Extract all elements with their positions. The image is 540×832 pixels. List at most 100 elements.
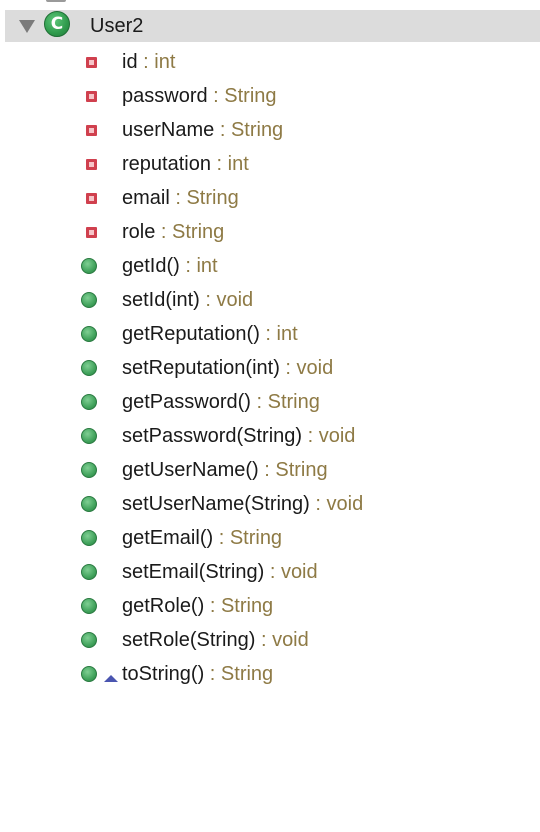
tree-item-field[interactable]: userName : String bbox=[0, 112, 540, 146]
member-type-separator: : bbox=[199, 289, 217, 311]
tree-item-method[interactable]: setId(int) : void bbox=[0, 282, 540, 316]
tree-item-method[interactable]: getUserName() : String bbox=[0, 452, 540, 486]
member-type: void bbox=[216, 289, 254, 311]
member-type: String bbox=[267, 391, 320, 413]
private-field-icon bbox=[86, 57, 97, 68]
private-field-icon bbox=[86, 159, 97, 170]
member-label: reputation : int bbox=[122, 151, 249, 177]
member-type-separator: : bbox=[169, 187, 187, 209]
member-type: String bbox=[172, 221, 225, 243]
member-type-separator: : bbox=[302, 425, 319, 447]
member-label: role : String bbox=[122, 219, 224, 245]
public-method-icon bbox=[81, 258, 97, 274]
tree-item-field[interactable]: reputation : int bbox=[0, 146, 540, 180]
member-type: String bbox=[230, 119, 284, 141]
tree-item-method[interactable]: getEmail() : String bbox=[0, 520, 540, 554]
member-type-separator: : bbox=[204, 595, 221, 617]
tree-item-method[interactable]: setRole(String) : void bbox=[0, 622, 540, 656]
member-label: password : String bbox=[122, 83, 277, 109]
member-type: void bbox=[296, 357, 334, 379]
previous-tree-item[interactable] bbox=[0, 0, 540, 6]
member-label: getPassword() : String bbox=[122, 389, 320, 415]
public-method-icon bbox=[81, 564, 97, 580]
tree-item-method[interactable]: setPassword(String) : void bbox=[0, 418, 540, 452]
member-label: setEmail(String) : void bbox=[122, 559, 318, 585]
public-method-icon bbox=[81, 666, 97, 682]
member-name: getEmail() bbox=[122, 527, 214, 549]
member-label: getId() : int bbox=[122, 253, 218, 279]
member-label: setUserName(String) : void bbox=[122, 491, 363, 517]
package-icon bbox=[46, 0, 66, 2]
member-name: setReputation(int) bbox=[122, 357, 280, 379]
member-name: email bbox=[122, 187, 170, 209]
member-name: setPassword(String) bbox=[122, 425, 303, 447]
member-name: getId() bbox=[122, 255, 180, 277]
member-type: void bbox=[272, 629, 309, 651]
member-type: String bbox=[229, 527, 283, 549]
member-name: reputation bbox=[122, 153, 211, 175]
member-type: void bbox=[326, 493, 364, 515]
tree-item-method[interactable]: setEmail(String) : void bbox=[0, 554, 540, 588]
class-name: User2 bbox=[90, 15, 144, 37]
member-type-separator: : bbox=[250, 391, 268, 413]
member-name: password bbox=[122, 85, 208, 107]
public-method-icon bbox=[81, 530, 97, 546]
member-type: int bbox=[154, 51, 176, 73]
public-method-icon bbox=[81, 360, 97, 376]
member-label: setId(int) : void bbox=[122, 287, 253, 313]
member-type: String bbox=[186, 187, 239, 209]
tree-item-method[interactable]: getRole() : String bbox=[0, 588, 540, 622]
public-method-icon bbox=[81, 394, 97, 410]
member-type-separator: : bbox=[207, 85, 225, 107]
member-type-separator: : bbox=[155, 221, 173, 243]
member-label: getReputation() : int bbox=[122, 321, 298, 347]
public-method-icon bbox=[81, 598, 97, 614]
member-type-separator: : bbox=[204, 663, 221, 685]
tree-item-method[interactable]: getPassword() : String bbox=[0, 384, 540, 418]
member-name: role bbox=[122, 221, 156, 243]
tree-item-method[interactable]: getReputation() : int bbox=[0, 316, 540, 350]
tree-item-field[interactable]: password : String bbox=[0, 78, 540, 112]
member-name: setId(int) bbox=[122, 289, 200, 311]
tree-item-field[interactable]: id : int bbox=[0, 44, 540, 78]
member-label: toString() : String bbox=[122, 661, 273, 687]
member-type: int bbox=[196, 255, 218, 277]
public-method-icon bbox=[81, 428, 97, 444]
private-field-icon bbox=[86, 91, 97, 102]
member-label: setPassword(String) : void bbox=[122, 423, 355, 449]
public-method-icon bbox=[81, 292, 97, 308]
member-type: String bbox=[220, 595, 274, 617]
tree-item-method[interactable]: setReputation(int) : void bbox=[0, 350, 540, 384]
member-name: getUserName() bbox=[122, 459, 259, 481]
member-type: String bbox=[275, 459, 328, 481]
tree-item-method[interactable]: getId() : int bbox=[0, 248, 540, 282]
member-name: id bbox=[122, 51, 138, 73]
member-name: userName bbox=[122, 119, 215, 141]
public-method-icon bbox=[81, 326, 97, 342]
member-name: getReputation() bbox=[122, 323, 260, 345]
member-type-separator: : bbox=[210, 153, 228, 175]
tree-item-field[interactable]: role : String bbox=[0, 214, 540, 248]
member-type: int bbox=[276, 323, 298, 345]
member-name: setEmail(String) bbox=[122, 561, 265, 583]
member-type-separator: : bbox=[264, 561, 281, 583]
member-type-separator: : bbox=[259, 323, 277, 345]
member-label: setReputation(int) : void bbox=[122, 355, 333, 381]
member-label: getUserName() : String bbox=[122, 457, 328, 483]
private-field-icon bbox=[86, 227, 97, 238]
tree-item-class-user2[interactable]: C User2 bbox=[5, 10, 540, 42]
member-type-separator: : bbox=[214, 119, 231, 141]
expand-triangle-icon[interactable] bbox=[19, 20, 35, 33]
tree-item-field[interactable]: email : String bbox=[0, 180, 540, 214]
member-type-separator: : bbox=[137, 51, 155, 73]
member-type-separator: : bbox=[279, 357, 297, 379]
member-type: int bbox=[227, 153, 249, 175]
member-type-separator: : bbox=[179, 255, 197, 277]
private-field-icon bbox=[86, 125, 97, 136]
member-label: id : int bbox=[122, 49, 175, 75]
tree-item-method[interactable]: toString() : String bbox=[0, 656, 540, 690]
member-type: String bbox=[220, 663, 274, 685]
member-type-separator: : bbox=[258, 459, 276, 481]
tree-item-method[interactable]: setUserName(String) : void bbox=[0, 486, 540, 520]
member-label: getEmail() : String bbox=[122, 525, 282, 551]
